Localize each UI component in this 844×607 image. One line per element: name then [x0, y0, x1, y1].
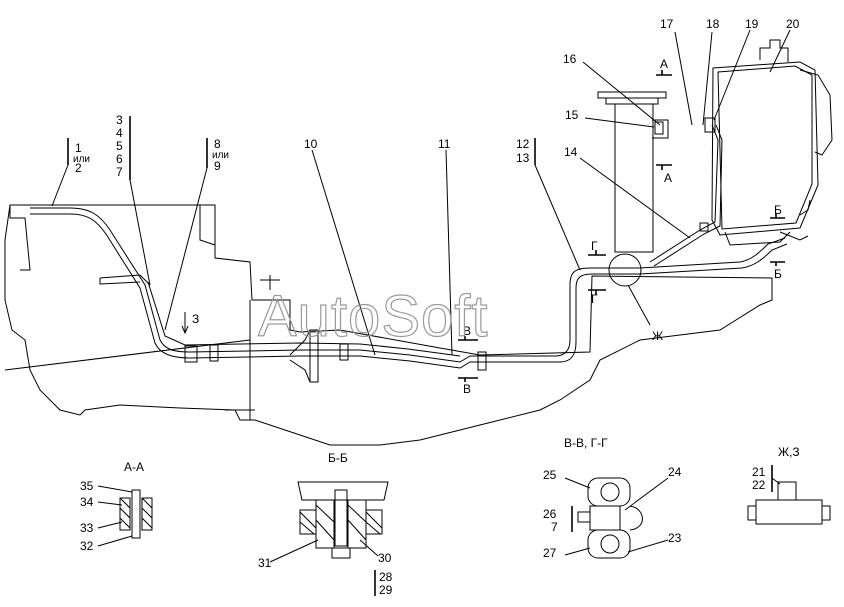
leader-lines: [51, 29, 791, 356]
section-a-bottom: А: [664, 171, 672, 185]
callout-28: 28: [379, 570, 393, 584]
callout-18: 18: [706, 17, 720, 31]
callout-19: 19: [745, 17, 759, 31]
callout-labels: 1 или 2 3 4 5 6 7 8 или 9 10 11 12 13 14…: [73, 17, 800, 597]
title-zh-z: Ж,З: [778, 445, 800, 459]
callout-7-detail: 7: [551, 520, 558, 534]
callout-3: 3: [116, 113, 123, 127]
section-cuts: [181, 70, 785, 382]
callout-4: 4: [116, 126, 123, 140]
callout-24: 24: [668, 465, 682, 479]
callout-34: 34: [80, 495, 94, 509]
callout-12: 12: [516, 137, 530, 151]
title-vv-gg: В-В, Г-Г: [564, 436, 608, 450]
title-bb: Б-Б: [328, 451, 348, 465]
section-v-bottom: В: [463, 382, 471, 396]
section-v-top: В: [463, 324, 471, 338]
title-aa: А-А: [124, 460, 144, 474]
section-a-top: А: [660, 57, 668, 71]
callout-33: 33: [80, 521, 94, 535]
callout-15: 15: [565, 108, 579, 122]
callout-10: 10: [304, 137, 318, 151]
tank-assembly: [704, 39, 833, 246]
pipe-line: [30, 124, 788, 371]
callout-13: 13: [516, 151, 530, 165]
callout-1: 1: [75, 141, 82, 155]
group-bars: [67, 116, 773, 596]
callout-5: 5: [116, 139, 123, 153]
callout-27: 27: [543, 546, 557, 560]
section-aa-detail: [97, 485, 153, 547]
section-vv-gg-detail: [564, 477, 669, 559]
callout-35: 35: [80, 479, 94, 493]
section-letters: А А Б Б В В Г Г Ж З: [192, 57, 782, 396]
callout-11: 11: [438, 137, 451, 151]
section-b-top: Б: [774, 203, 782, 217]
callout-16: 16: [563, 52, 577, 66]
callout-22: 22: [752, 478, 766, 492]
filter-housing: [597, 91, 669, 253]
section-zh: Ж: [652, 329, 663, 343]
callout-25: 25: [543, 468, 557, 482]
callout-14: 14: [564, 145, 578, 159]
section-b-bottom: Б: [774, 267, 782, 281]
callout-8-or: или: [212, 150, 229, 161]
section-g-bottom: Г: [591, 292, 598, 306]
section-g-top: Г: [591, 239, 598, 253]
callout-9: 9: [214, 159, 221, 173]
callout-23: 23: [668, 531, 682, 545]
view-z: З: [192, 312, 199, 326]
callout-8: 8: [214, 137, 221, 151]
section-bb-detail: [269, 481, 389, 563]
section-zh-z-detail: [747, 477, 831, 525]
callout-30: 30: [378, 551, 392, 565]
callout-32: 32: [80, 539, 94, 553]
callout-7: 7: [116, 165, 123, 179]
callout-26: 26: [543, 507, 557, 521]
callout-2: 2: [75, 161, 82, 175]
callout-29: 29: [379, 583, 393, 597]
callout-1-or: или: [73, 154, 90, 165]
watermark-text: AutoSoft: [258, 284, 488, 349]
callout-21: 21: [752, 465, 766, 479]
flange: [289, 329, 319, 383]
callout-6: 6: [116, 152, 123, 166]
section-titles: А-А Б-Б В-В, Г-Г Ж,З: [124, 436, 800, 474]
callout-31: 31: [258, 556, 272, 570]
callout-17: 17: [660, 17, 674, 31]
callout-20: 20: [786, 17, 800, 31]
